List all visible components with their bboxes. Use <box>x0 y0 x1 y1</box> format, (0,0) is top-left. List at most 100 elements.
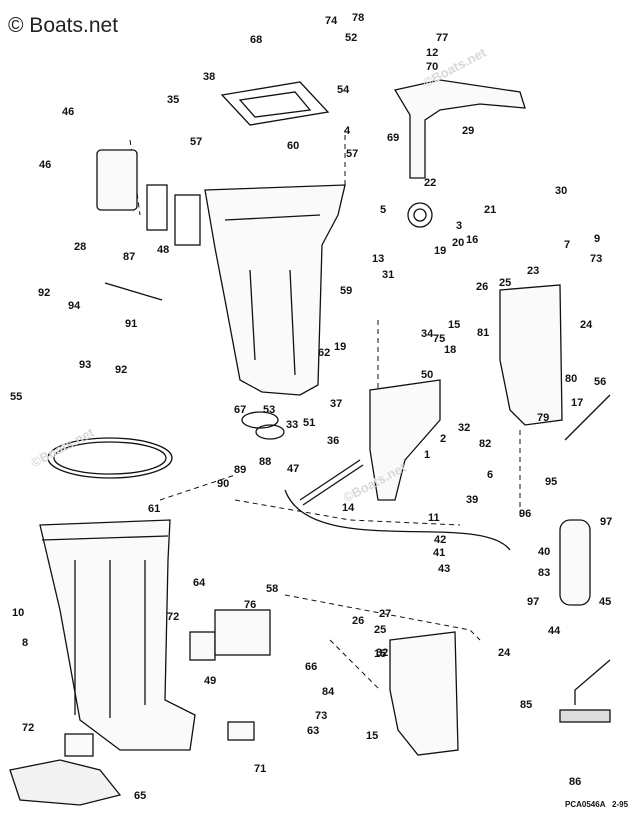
callout: 80 <box>565 373 578 385</box>
rod-91 <box>104 282 163 301</box>
callout: 22 <box>424 177 437 189</box>
bushing-5 <box>407 202 433 228</box>
callout: 27 <box>379 608 392 620</box>
callout: 84 <box>322 686 335 698</box>
callout: 19 <box>334 341 347 353</box>
trim-cylinder <box>559 519 591 606</box>
pad-72a <box>189 631 216 661</box>
callout: 2 <box>440 433 447 445</box>
callout: 69 <box>387 132 400 144</box>
callout: 79 <box>537 412 550 424</box>
callout: 26 <box>352 615 365 627</box>
callout: 20 <box>452 237 465 249</box>
plate-48 <box>174 194 201 246</box>
cover-28 <box>96 149 138 211</box>
skeg-cover <box>9 759 122 806</box>
callout: 18 <box>444 344 457 356</box>
callout: 3 <box>456 220 463 232</box>
callout: 9 <box>594 233 601 245</box>
callout: 15 <box>374 648 387 660</box>
callout: 51 <box>303 417 316 429</box>
callout: 62 <box>318 347 331 359</box>
callout: 11 <box>428 512 440 524</box>
callout: 8 <box>22 637 29 649</box>
callout: 24 <box>498 647 511 659</box>
callout: 76 <box>244 599 257 611</box>
callout: 72 <box>22 722 35 734</box>
rod-17 <box>564 394 611 441</box>
callout: 61 <box>148 503 161 515</box>
callout: 88 <box>259 456 272 468</box>
lower-housing <box>39 519 196 751</box>
clamp-bracket-lower <box>389 631 459 756</box>
callout: 95 <box>545 476 558 488</box>
callout: 96 <box>519 508 532 520</box>
callout: 56 <box>594 376 607 388</box>
callout: 60 <box>287 140 300 152</box>
callout: 4 <box>344 125 351 137</box>
callout: 30 <box>555 185 568 197</box>
callout: 36 <box>327 435 340 447</box>
callout: 72 <box>167 611 180 623</box>
callout: 15 <box>448 319 461 331</box>
callout: 55 <box>10 391 23 403</box>
pad-72b <box>64 733 94 757</box>
callout: 73 <box>590 253 603 265</box>
footer-code: PCA0546A <box>565 800 606 809</box>
strip-85 <box>559 709 611 723</box>
callout: 75 <box>433 333 446 345</box>
callout: 94 <box>68 300 81 312</box>
callout: 1 <box>424 449 431 461</box>
callout: 78 <box>352 12 365 24</box>
callout: 53 <box>263 404 276 416</box>
callout: 54 <box>337 84 350 96</box>
callout: 14 <box>342 502 355 514</box>
callout: 57 <box>190 136 203 148</box>
callout: 74 <box>325 15 338 27</box>
callout: 7 <box>564 239 571 251</box>
callout: 6 <box>487 469 494 481</box>
callout: 68 <box>250 34 263 46</box>
seal-67 <box>241 411 279 429</box>
footer-date: 2-95 <box>612 800 629 809</box>
callout: 58 <box>266 583 279 595</box>
callout: 66 <box>305 661 318 673</box>
callout: 42 <box>434 534 447 546</box>
pad-71 <box>227 721 255 741</box>
callout: 44 <box>548 625 561 637</box>
callout: 70 <box>426 61 439 73</box>
callout: 82 <box>479 438 492 450</box>
callout: 29 <box>462 125 475 137</box>
callout: 31 <box>382 269 395 281</box>
callout: 25 <box>374 624 387 636</box>
callout: 81 <box>477 327 490 339</box>
callout: 39 <box>466 494 479 506</box>
callout: 64 <box>193 577 206 589</box>
callout: 19 <box>434 245 447 257</box>
watermark: © Boats.net <box>8 14 119 37</box>
callout: 92 <box>38 287 51 299</box>
callout: 38 <box>203 71 216 83</box>
callout: 87 <box>123 251 136 263</box>
callout: 15 <box>366 730 379 742</box>
callout: 83 <box>538 567 551 579</box>
callout: 28 <box>74 241 87 253</box>
callout: 86 <box>569 776 582 788</box>
steering-arm <box>393 79 526 179</box>
callout: 97 <box>600 516 613 528</box>
exhaust-housing <box>204 184 346 396</box>
callout: 16 <box>466 234 479 246</box>
callout: 97 <box>527 596 540 608</box>
callout: 50 <box>421 369 434 381</box>
callout: 46 <box>62 106 75 118</box>
callout: 90 <box>217 478 230 490</box>
callout: 40 <box>538 546 551 558</box>
callout: 43 <box>438 563 451 575</box>
callout: 34 <box>421 328 434 340</box>
callout: 32 <box>458 422 471 434</box>
cable-44 <box>574 659 611 705</box>
callout: 25 <box>499 277 512 289</box>
callout: 57 <box>346 148 359 160</box>
callout: 26 <box>476 281 489 293</box>
